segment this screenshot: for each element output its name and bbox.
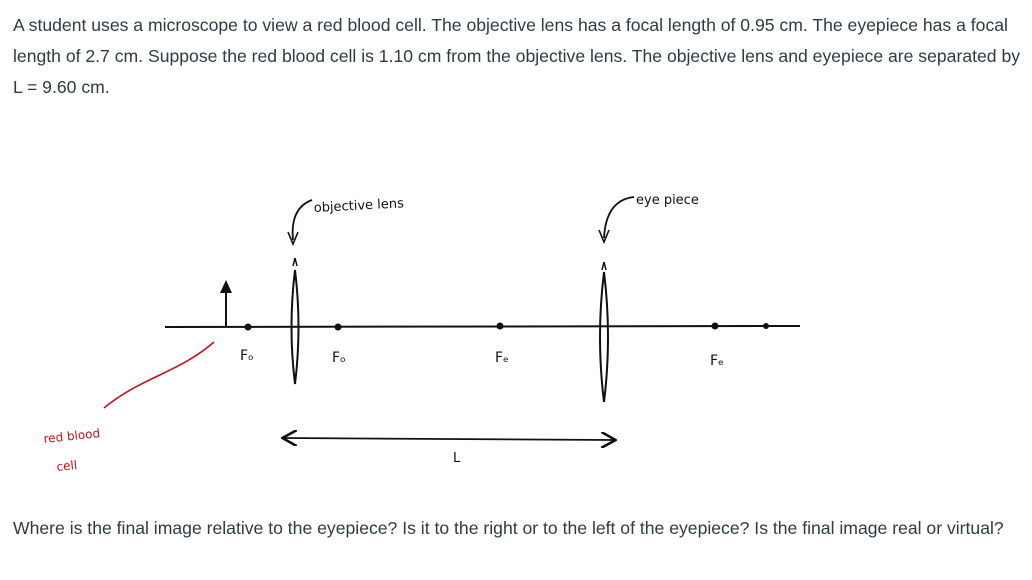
focal-point-objective-left bbox=[244, 323, 252, 331]
focal-point-eyepiece-left bbox=[496, 322, 504, 330]
objective-lens-pointer bbox=[291, 199, 313, 241]
focal-point-eyepiece-right bbox=[711, 322, 719, 330]
objective-lens bbox=[290, 257, 300, 385]
separation-label: L bbox=[453, 451, 461, 466]
question-statement: Where is the final image relative to the… bbox=[13, 518, 1004, 538]
focal-label-eyepiece-left: Fₑ bbox=[495, 350, 509, 366]
eyepiece-lens bbox=[599, 261, 609, 403]
separation-arrow bbox=[284, 438, 614, 440]
axis-end-dot bbox=[763, 323, 769, 329]
cell-pointer bbox=[103, 341, 215, 409]
optical-axis bbox=[164, 325, 801, 328]
focal-label-eyepiece-right: Fₑ bbox=[710, 353, 724, 369]
problem-statement: A student uses a microscope to view a re… bbox=[13, 15, 1021, 97]
focal-label-objective-right: Fₒ bbox=[332, 350, 346, 366]
eyepiece-pointer bbox=[603, 196, 635, 239]
cell-label-line2: cell bbox=[56, 458, 78, 474]
eyepiece-label: eye piece bbox=[636, 193, 699, 208]
cell-label-line1: red blood bbox=[43, 426, 101, 446]
focal-point-objective-right bbox=[334, 323, 342, 331]
objective-lens-label: objective lens bbox=[313, 196, 404, 216]
object-arrow bbox=[220, 280, 232, 326]
focal-label-objective-left: Fₒ bbox=[240, 348, 254, 364]
